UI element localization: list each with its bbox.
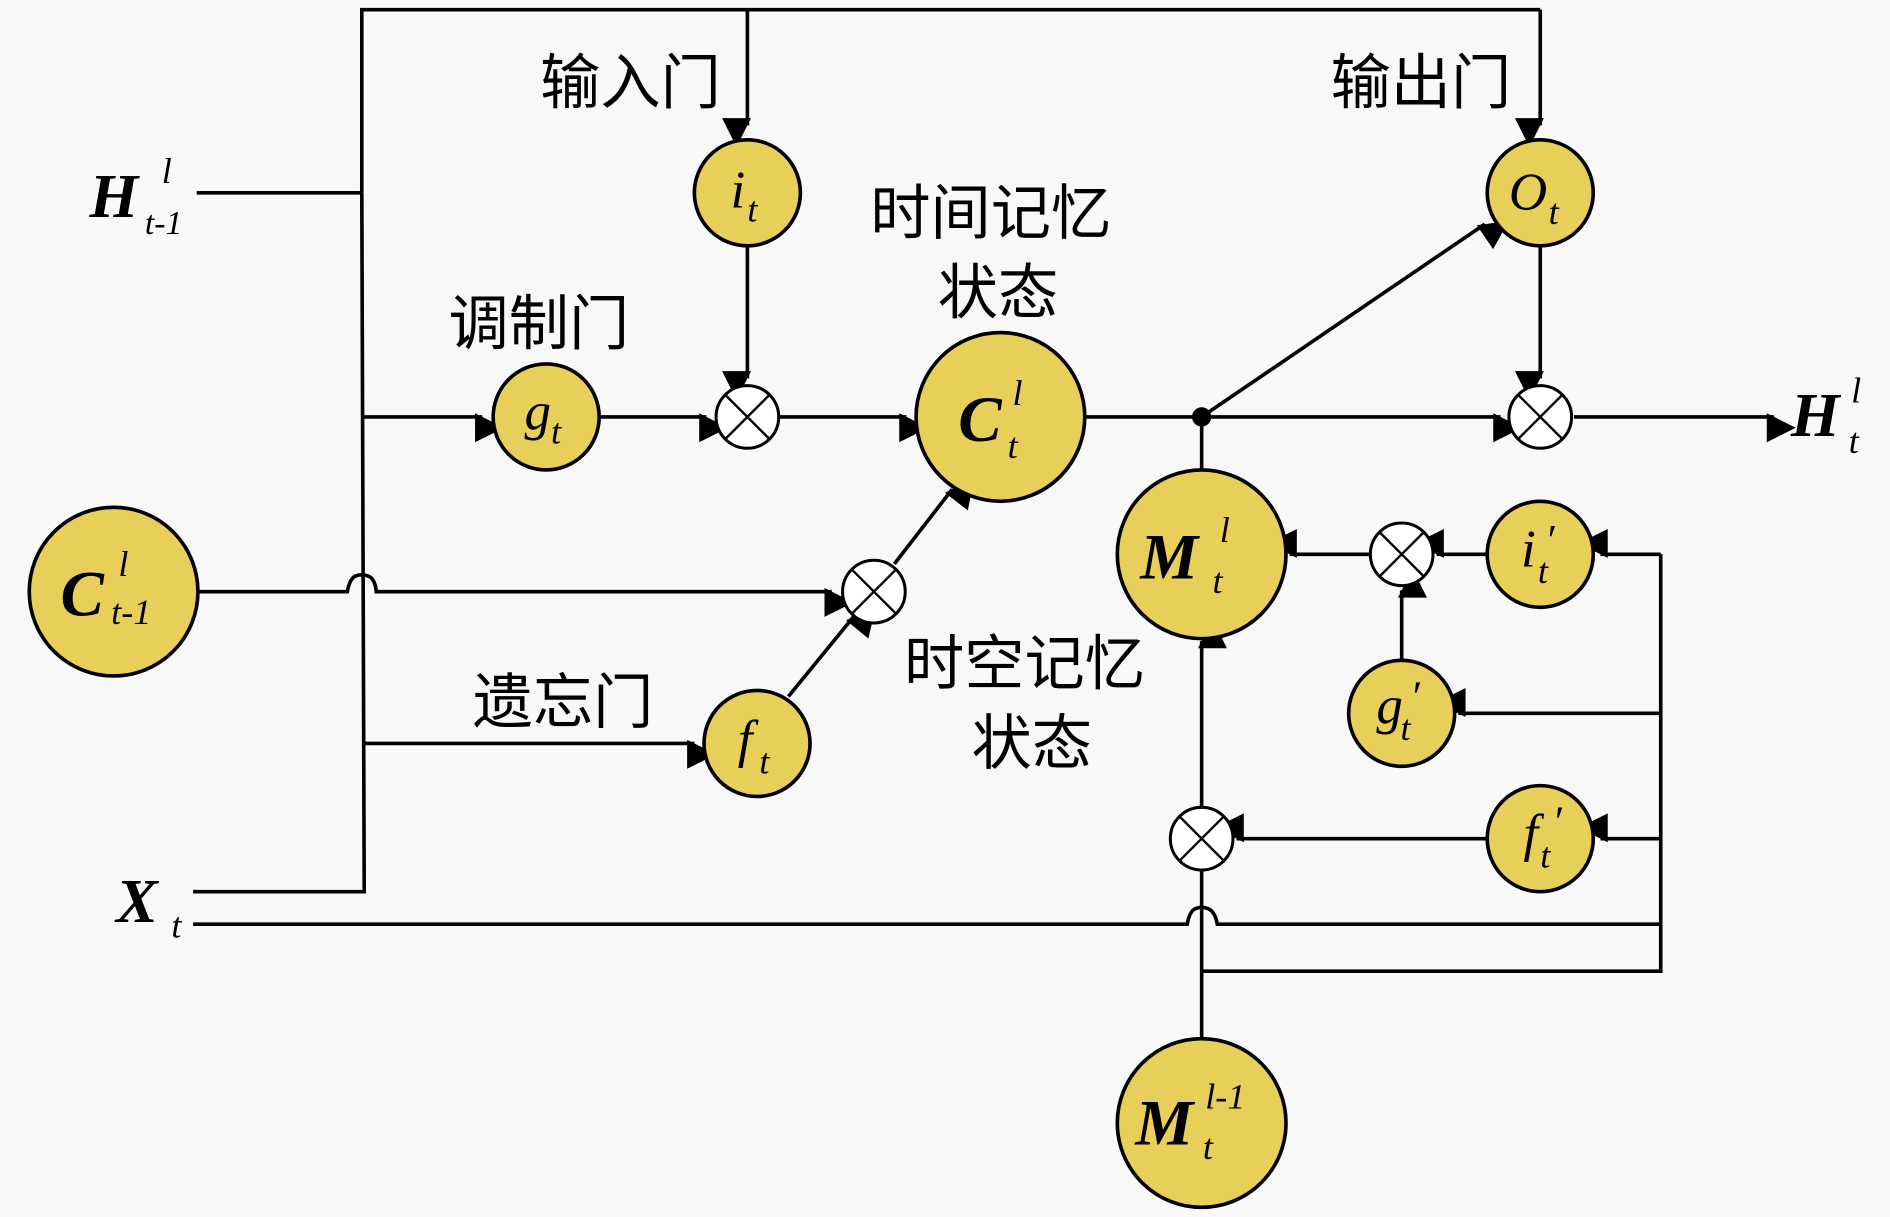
multiply-node (841, 558, 907, 625)
multiply-node (1368, 521, 1435, 588)
label-temporal-memory-2: 状态 (938, 258, 1058, 328)
multiply-node (714, 384, 781, 450)
svg-text:t: t (1400, 708, 1411, 748)
svg-text:l: l (118, 544, 128, 584)
svg-text:l-1: l-1 (1205, 1077, 1245, 1117)
svg-text:t: t (1008, 426, 1019, 466)
svg-text:H: H (1790, 380, 1842, 450)
svg-text:′: ′ (1552, 798, 1563, 846)
connections (193, 7, 1796, 1039)
node-m-t: M l t (1115, 468, 1288, 641)
svg-text:M: M (1134, 1088, 1195, 1160)
svg-text:t: t (171, 905, 182, 945)
svg-text:H: H (88, 161, 140, 231)
svg-text:C: C (61, 559, 105, 631)
svg-text:t: t (1549, 192, 1560, 232)
node-g-t-prime: g t ′ (1346, 658, 1457, 769)
node-g-t: g t (491, 362, 601, 472)
multiply-node (1168, 805, 1235, 872)
svg-text:t: t (1203, 1127, 1214, 1167)
label-temporal-memory-1: 时间记忆 (870, 179, 1111, 249)
label-input-gate: 输入门 (540, 49, 721, 119)
svg-text:X: X (114, 866, 160, 936)
svg-text:t: t (747, 190, 758, 230)
svg-text:l: l (1012, 373, 1022, 413)
left-bus-line (193, 192, 367, 894)
label-modulation-gate: 调制门 (449, 290, 630, 360)
svg-text:t: t (759, 742, 770, 782)
symbol-x-t: X t (114, 866, 182, 946)
svg-text:g: g (524, 383, 551, 441)
svg-text:g: g (1376, 677, 1402, 735)
top-bus-line (359, 7, 1541, 193)
symbol-h-out: H l t (1790, 370, 1861, 461)
svg-text:t: t (1212, 561, 1223, 601)
svg-text:t-1: t-1 (145, 205, 182, 242)
svg-text:l: l (1220, 510, 1230, 550)
svg-text:t-1: t-1 (111, 592, 151, 632)
xt-bottom-line (193, 905, 1661, 927)
symbol-h-prev: H l t-1 (88, 151, 182, 242)
node-f-t: f t (702, 688, 812, 799)
svg-text:′: ′ (1545, 516, 1556, 564)
svg-text:′: ′ (1410, 673, 1421, 721)
label-spatiotemporal-memory-1: 时空记忆 (904, 629, 1145, 699)
right-bus-line (1201, 554, 1663, 973)
node-m-prev-layer: M l-1 t (1115, 1036, 1288, 1210)
svg-text:C: C (958, 384, 1002, 456)
junction-dot (1192, 407, 1212, 427)
svg-text:l: l (1851, 370, 1861, 410)
svg-text:i: i (731, 161, 746, 219)
mul-to-ct-forget-line (892, 478, 975, 566)
svg-text:t: t (1849, 421, 1860, 461)
svg-text:i: i (1521, 520, 1536, 578)
svg-text:t: t (1540, 836, 1551, 876)
svg-text:O: O (1509, 164, 1547, 222)
node-i-t-prime: i t ′ (1485, 499, 1596, 610)
label-output-gate: 输出门 (1331, 49, 1512, 119)
svg-text:M: M (1139, 521, 1200, 593)
label-forget-gate: 遗忘门 (473, 668, 654, 738)
node-c-prev: C l t-1 (27, 505, 200, 678)
node-f-t-prime: f t ′ (1485, 783, 1596, 894)
cprev-to-mul-line (199, 572, 854, 617)
svg-text:t: t (551, 411, 562, 451)
ft-to-mul-line (786, 607, 876, 698)
svg-text:t: t (1538, 551, 1549, 591)
svg-text:l: l (162, 151, 172, 191)
junction-to-ot-line (1200, 220, 1509, 419)
node-i-t: i t (692, 137, 803, 248)
node-o-t: O t (1485, 137, 1596, 248)
node-c-t: C l t (914, 330, 1087, 504)
multiply-node (1507, 384, 1574, 450)
label-spatiotemporal-memory-2: 状态 (972, 709, 1092, 779)
